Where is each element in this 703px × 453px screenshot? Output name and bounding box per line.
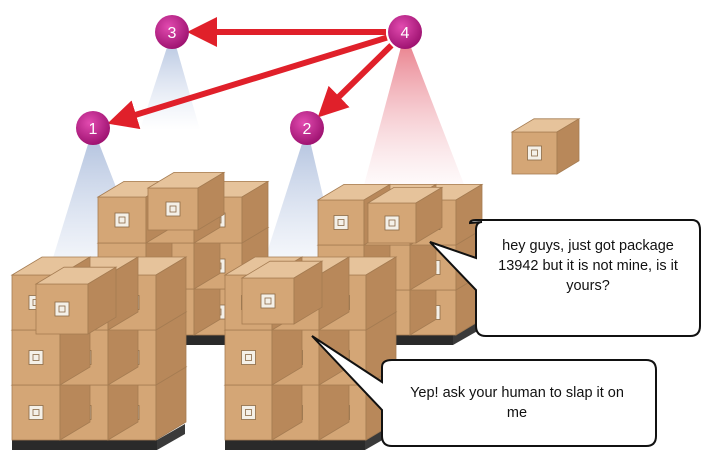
node-2: 2 (290, 111, 324, 145)
node-label: 2 (303, 121, 312, 138)
arrow-4-to-1 (107, 34, 388, 130)
node-3: 3 (155, 15, 189, 49)
bubble-bottom-text: Yep! ask your human to slap it on me (410, 385, 624, 421)
beam-node-3 (140, 32, 200, 130)
node-circle (155, 15, 189, 49)
node-1: 1 (76, 111, 110, 145)
node-4: 4 (388, 15, 422, 49)
speech-bubble-top (429, 219, 701, 337)
package-box (366, 186, 444, 244)
node-circle (76, 111, 110, 145)
node-circle (388, 15, 422, 49)
pallet (225, 424, 393, 450)
node-circle (290, 111, 324, 145)
package-box (240, 260, 324, 325)
package-box (34, 266, 118, 335)
node-label: 1 (89, 121, 98, 138)
pallet (12, 424, 185, 450)
pallet-stacks (10, 118, 581, 450)
package-box (510, 118, 581, 175)
node-label: 4 (401, 25, 410, 42)
arrows (107, 17, 394, 130)
bubble-top-text: hey guys, just got package 13942 but it … (498, 238, 678, 294)
beam-node-4 (360, 32, 470, 200)
speech-bubble-bottom (311, 335, 657, 447)
package-box (146, 171, 226, 231)
arrow-4-to-2 (317, 43, 394, 118)
drone-nodes: 3 4 1 2 (76, 15, 422, 145)
node-label: 3 (168, 25, 177, 42)
